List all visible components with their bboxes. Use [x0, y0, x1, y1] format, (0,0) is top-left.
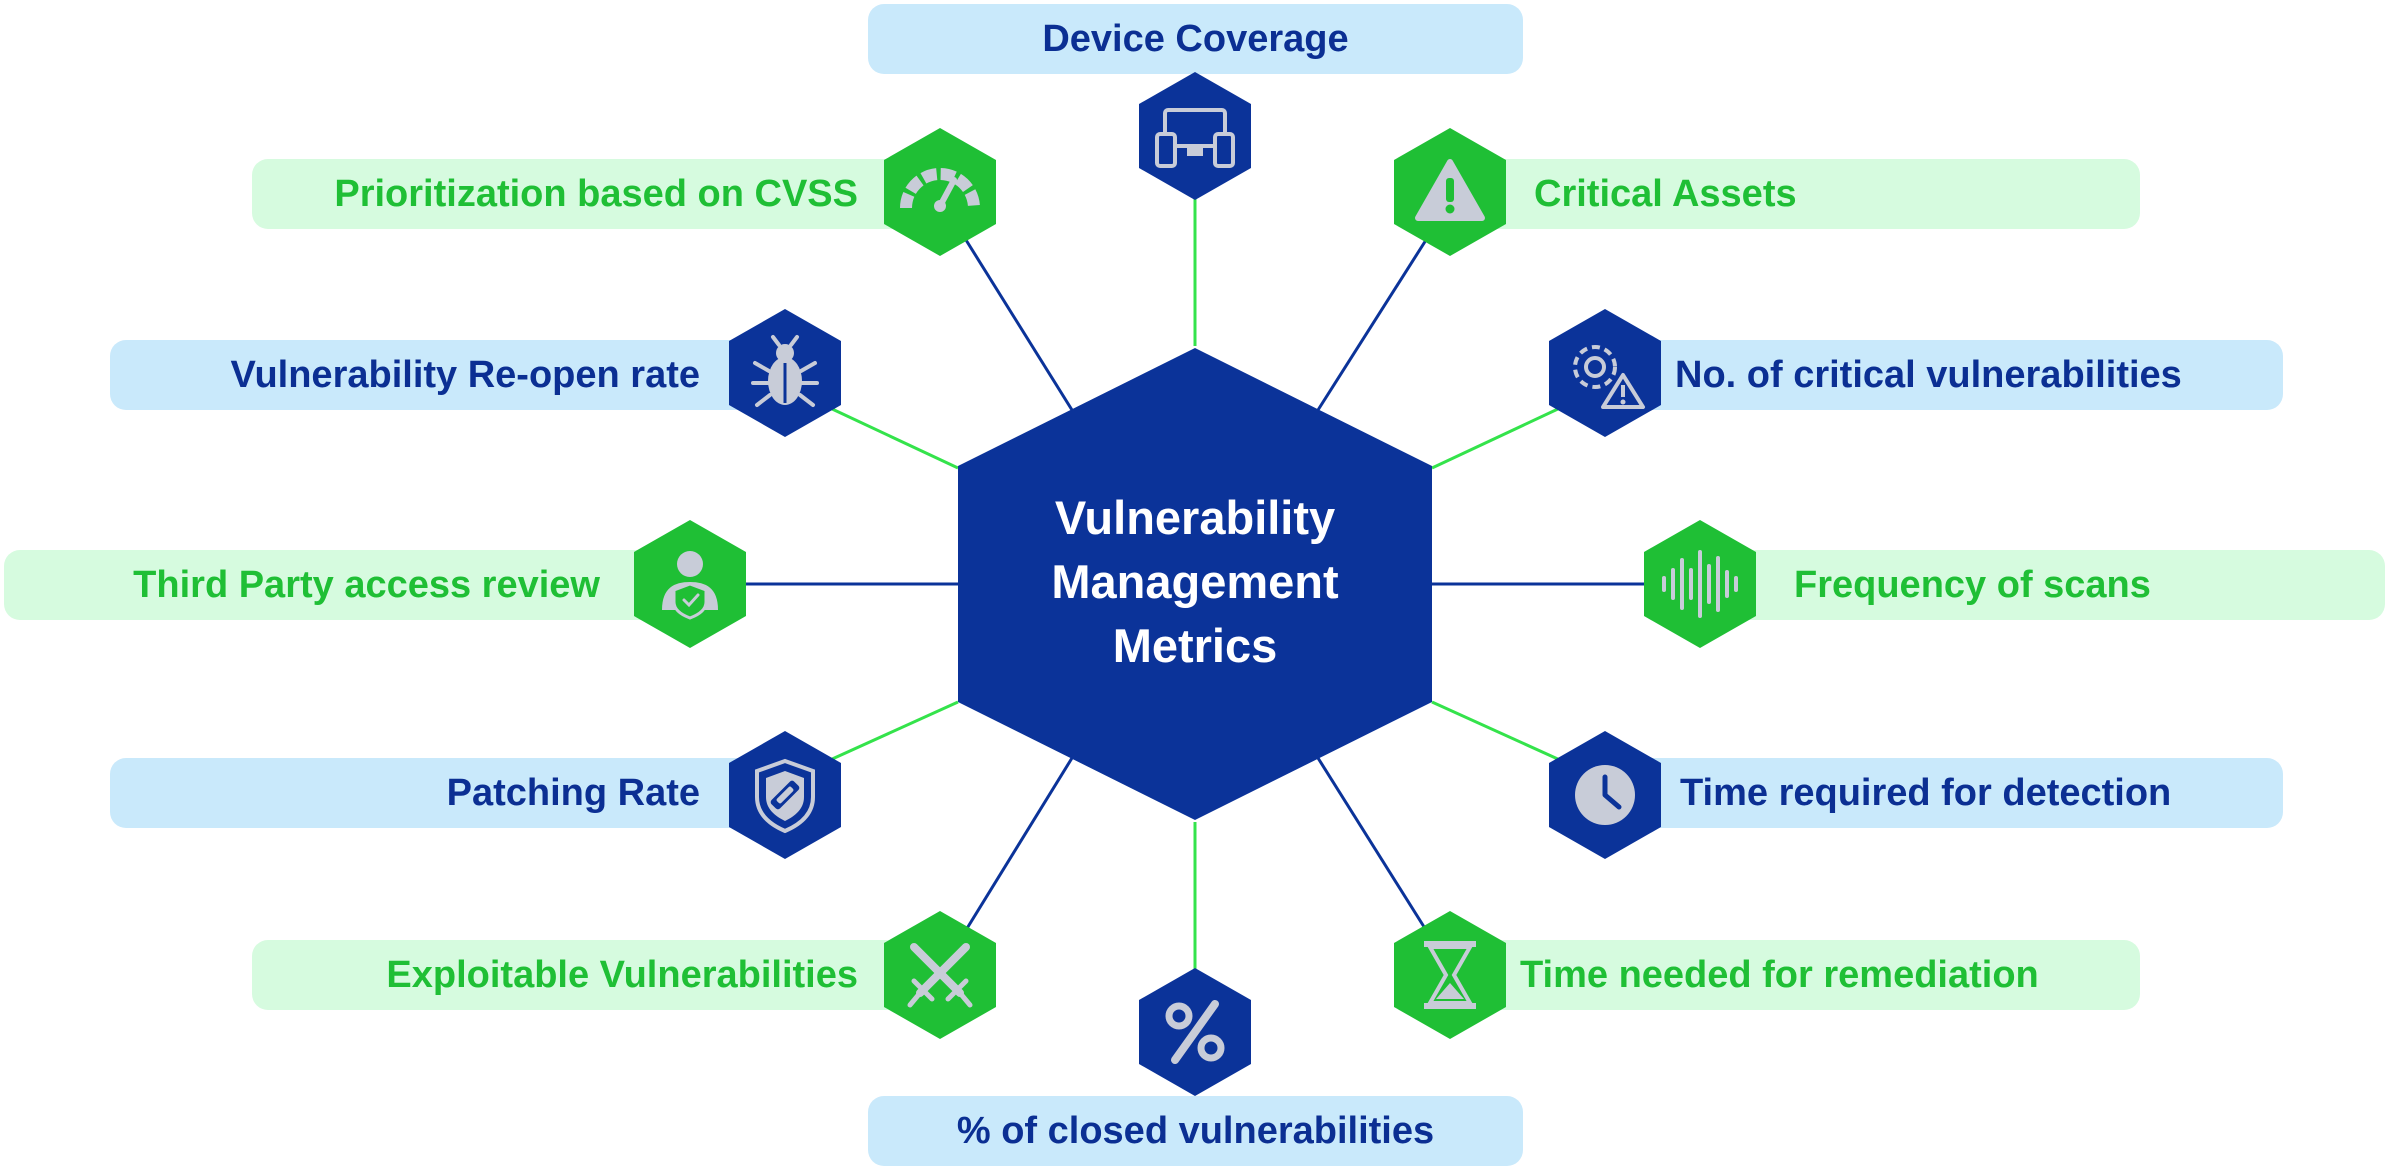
- connector-cvss: [964, 239, 1074, 411]
- shield-patch-icon: [729, 731, 841, 859]
- center-title: Vulnerability Management Metrics: [975, 486, 1415, 678]
- center-hexagon: [958, 348, 1432, 820]
- connector-exploitable: [964, 757, 1074, 931]
- connector-critical-assets: [1316, 239, 1428, 411]
- metric-exploitable-vulnerabilities: Exploitable Vulnerabilities: [252, 940, 942, 1010]
- metric-patching-rate: Patching Rate: [110, 758, 810, 828]
- metric-label: Time required for detection: [1680, 771, 2172, 814]
- metric-label: Critical Assets: [1534, 172, 1797, 215]
- metric-prioritization-cvss: Prioritization based on CVSS: [252, 159, 942, 229]
- metric-device-coverage: Device Coverage: [868, 4, 1523, 74]
- crossed-swords-icon: [884, 911, 996, 1039]
- metric-time-remediation: Time needed for remediation: [1450, 940, 2140, 1010]
- devices-icon: [1139, 72, 1251, 200]
- metric-time-detection: Time required for detection: [1583, 758, 2283, 828]
- metric-label: Vulnerability Re-open rate: [230, 353, 700, 396]
- center-title-line: Management: [1051, 555, 1339, 608]
- gear-warning-icon: [1549, 309, 1661, 437]
- gauge-icon: [884, 128, 996, 256]
- metric-label: Time needed for remediation: [1520, 953, 2039, 996]
- hourglass-icon: [1394, 911, 1506, 1039]
- bug-icon: [729, 309, 841, 437]
- connector-time-detection: [1431, 700, 1561, 762]
- metric-label: Frequency of scans: [1794, 563, 2151, 606]
- metric-label: No. of critical vulnerabilities: [1675, 353, 2182, 396]
- metric-label: Device Coverage: [1042, 17, 1349, 60]
- metric-label: % of closed vulnerabilities: [956, 1109, 1435, 1152]
- metric-reopen-rate: Vulnerability Re-open rate: [110, 340, 810, 410]
- metric-closed-vulnerabilities: % of closed vulnerabilities: [868, 1096, 1523, 1166]
- metric-label: Prioritization based on CVSS: [334, 172, 858, 215]
- metric-third-party-access: Third Party access review: [4, 550, 721, 620]
- connector-time-remediation: [1316, 757, 1428, 931]
- center-title-line: Metrics: [1112, 619, 1278, 672]
- connector-critical-vulns: [1431, 406, 1561, 470]
- metric-critical-vulnerabilities: No. of critical vulnerabilities: [1583, 340, 2283, 410]
- metric-label: Third Party access review: [133, 563, 600, 606]
- percent-icon: [1139, 968, 1251, 1096]
- center-title-line: Vulnerability: [1054, 491, 1336, 544]
- user-shield-icon: [634, 520, 746, 648]
- metric-frequency-of-scans: Frequency of scans: [1668, 550, 2385, 620]
- sound-wave-icon: [1644, 520, 1756, 648]
- warning-icon: [1394, 128, 1506, 256]
- clock-icon: [1549, 731, 1661, 859]
- metric-critical-assets: Critical Assets: [1450, 159, 2140, 229]
- metric-label: Exploitable Vulnerabilities: [386, 953, 858, 996]
- metric-label: Patching Rate: [446, 771, 700, 814]
- connector-patching-rate: [829, 700, 959, 762]
- connector-reopen-rate: [829, 406, 959, 470]
